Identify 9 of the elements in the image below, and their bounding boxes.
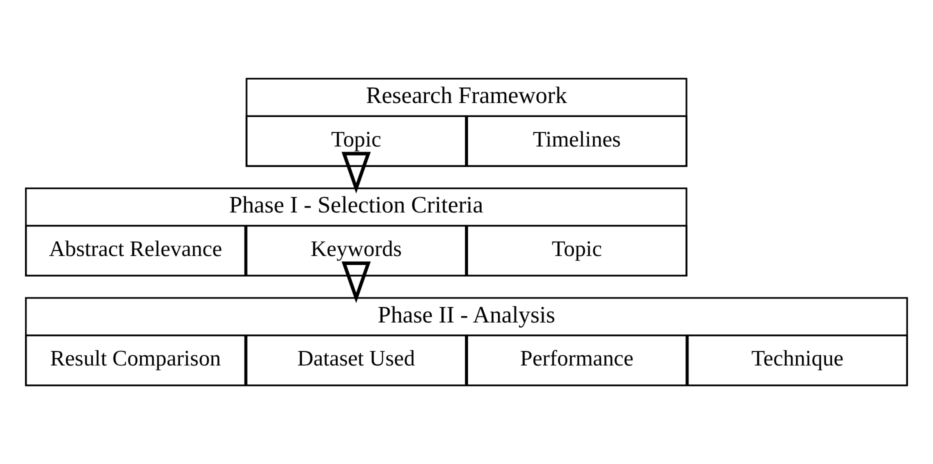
node-box: Result Comparison xyxy=(25,334,246,386)
arrow xyxy=(342,152,371,194)
node-box: Technique xyxy=(687,334,908,386)
node-box: Topic xyxy=(466,224,688,277)
arrow xyxy=(342,262,371,304)
node-box: Timelines xyxy=(466,115,688,167)
node-box: Performance xyxy=(466,334,688,386)
node-box: Dataset Used xyxy=(246,334,467,386)
node-box: Abstract Relevance xyxy=(25,224,246,277)
